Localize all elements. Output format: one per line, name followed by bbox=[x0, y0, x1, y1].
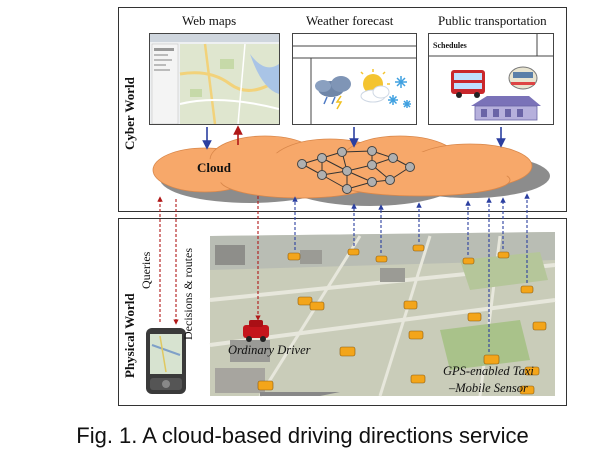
ordinary-driver-car bbox=[243, 320, 269, 342]
public-transportation-title: Public transportation bbox=[438, 13, 547, 28]
weather-forecast-panel bbox=[292, 33, 417, 125]
station-building-icon bbox=[471, 96, 541, 121]
network-nodes bbox=[297, 146, 415, 194]
train-icon bbox=[508, 66, 538, 90]
weather-forecast-title: Weather forecast bbox=[306, 13, 394, 28]
weather-icons bbox=[293, 45, 416, 124]
storm-cloud-icon bbox=[315, 76, 351, 110]
taxis bbox=[257, 244, 547, 395]
smartphone-icon bbox=[146, 328, 186, 394]
web-maps-screenshot bbox=[150, 34, 279, 124]
taxi-upload-arrows bbox=[292, 193, 530, 352]
snowflake-icon bbox=[388, 76, 411, 108]
queries-label: Queries bbox=[139, 251, 153, 289]
taxi-label-line1: GPS-enabled Taxi bbox=[443, 364, 534, 378]
sun-cloud-icon bbox=[360, 69, 390, 103]
cyber-world-box bbox=[118, 7, 567, 212]
web-maps-title: Web maps bbox=[182, 13, 237, 28]
cloud-fill-cover bbox=[180, 152, 520, 188]
cloud-label: Cloud bbox=[197, 160, 231, 175]
physical-world-box bbox=[118, 218, 567, 406]
transport-icons bbox=[429, 34, 553, 121]
ordinary-driver-label: Ordinary Driver bbox=[228, 343, 311, 357]
web-maps-panel bbox=[149, 33, 280, 125]
decisions-routes-label: Decisions & routes bbox=[181, 248, 195, 340]
schedules-label: Schedules bbox=[433, 41, 467, 50]
taxi-label-line2: –Mobile Sensor bbox=[449, 381, 528, 395]
figure-caption: Fig. 1. A cloud-based driving directions… bbox=[76, 423, 529, 448]
bus-icon bbox=[451, 70, 485, 98]
public-transportation-panel: Schedules bbox=[428, 33, 554, 125]
